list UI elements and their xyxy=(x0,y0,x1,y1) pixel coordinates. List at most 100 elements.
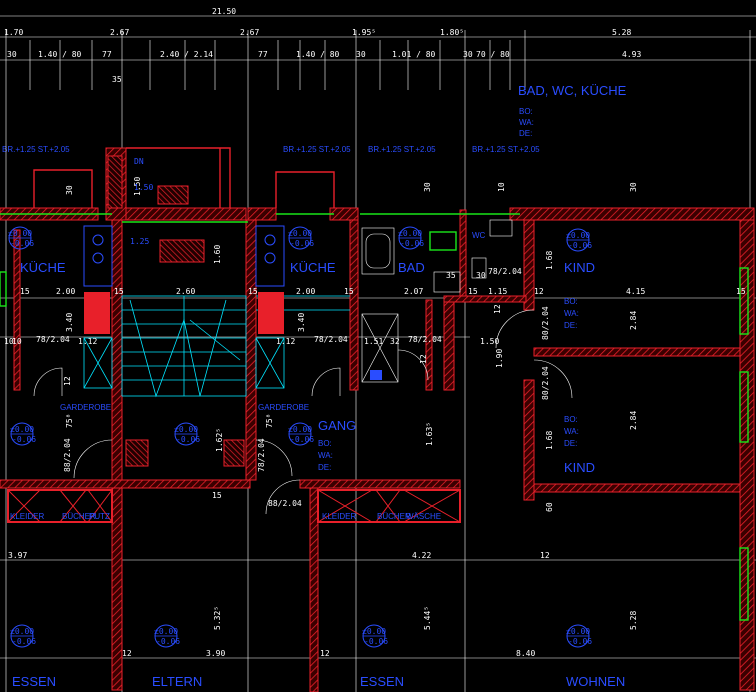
gang-bo: BO: xyxy=(318,439,332,448)
level-value: ±0.00 xyxy=(10,425,34,434)
kind-top-wa: WA: xyxy=(564,309,579,318)
title-heading: BAD, WC, KÜCHE xyxy=(518,83,627,98)
inner-dimensions: 15 2.00 15 2.60 15 2.00 15 2.07 15 1.15 … xyxy=(4,157,746,658)
dim-m-19: 60 xyxy=(545,502,554,512)
dim-top-1: 1.70 xyxy=(4,28,23,37)
dim-door-2: 78/2.04 xyxy=(314,335,348,344)
dim-a-1: 15 xyxy=(20,287,30,296)
dim-m-25: 12 xyxy=(63,376,72,386)
level-sub: -0.06 xyxy=(568,637,592,646)
room-essen-left: ESSEN xyxy=(12,674,56,689)
cabinets: KLEIDER BÜCHER PUTZ KLEIDER BÜCHER WÄSCH… xyxy=(7,489,461,523)
cabinet-label-5: BÜCHER xyxy=(377,512,411,521)
room-eltern: ELTERN xyxy=(152,674,202,689)
room-kueche-left: KÜCHE xyxy=(20,260,66,275)
dim-m-27: 12 xyxy=(419,354,428,364)
dim-m-11: 75⁸ xyxy=(65,414,74,428)
level-markers: ±0.00-0.06±0.00-0.06±0.00-0.06±0.00-0.06… xyxy=(8,226,592,648)
dim-door-3: 78/2.04 xyxy=(408,335,442,344)
staircase xyxy=(121,295,350,398)
dim-small-35: 35 xyxy=(112,75,122,84)
dim-m-8: 1.90 xyxy=(495,349,504,368)
window-note-1: BR.+1.25 ST.+2.05 xyxy=(2,145,70,154)
dim-r2-10: 70 / 80 xyxy=(476,50,510,59)
small-box-1: 1.50 xyxy=(134,183,153,192)
window-note-3: BR.+1.25 ST.+2.05 xyxy=(368,145,436,154)
level-value: ±0.00 xyxy=(566,231,590,240)
dim-door-8: 88/2.04 xyxy=(268,499,302,508)
title-block: BAD, WC, KÜCHE BO: WA: DE: xyxy=(518,83,627,138)
dim-m-26: 12 xyxy=(540,551,550,560)
room-specs: BO: WA: DE: BO: WA: DE: BO: WA: DE: xyxy=(318,297,579,472)
dim-b-9: 5.44⁵ xyxy=(423,606,432,630)
room-wohnen: WOHNEN xyxy=(566,674,625,689)
title-line-bo: BO: xyxy=(519,107,533,116)
dim-r2-3: 77 xyxy=(102,50,112,59)
room-labels: KÜCHE KÜCHE BAD WC KIND KIND GARDEROBE G… xyxy=(12,231,625,689)
dim-b-10: 5.28 xyxy=(629,611,638,630)
dim-b-4: 15 xyxy=(212,491,222,500)
dim-b-3: 12 xyxy=(122,649,132,658)
dim-m-15: 2.84 xyxy=(629,411,638,430)
dim-m-14: 2.84 xyxy=(629,311,638,330)
dim-small-10: 10 xyxy=(497,182,506,192)
dim-top-4: 1.95⁵ xyxy=(352,28,376,37)
dim-a-11: 12 xyxy=(534,287,544,296)
level-sub: -0.06 xyxy=(12,435,36,444)
level-value: ±0.00 xyxy=(566,627,590,636)
gang-wa: WA: xyxy=(318,451,333,460)
level-sub: -0.06 xyxy=(400,239,424,248)
level-sub: -0.06 xyxy=(156,637,180,646)
cabinet-label-4: KLEIDER xyxy=(322,512,356,521)
dim-m-9: 1.63⁵ xyxy=(425,422,434,446)
dim-a-4: 2.60 xyxy=(176,287,195,296)
dim-r2-5: 77 xyxy=(258,50,268,59)
dim-door-9: 78/2.04 xyxy=(257,438,266,472)
room-kind-top: KIND xyxy=(564,260,595,275)
dim-a-6: 2.00 xyxy=(296,287,315,296)
dim-top-5: 1.80⁵ xyxy=(440,28,464,37)
dim-m-21: 10 xyxy=(4,337,14,346)
dim-small-30c: 30 xyxy=(629,182,638,192)
level-sub: -0.06 xyxy=(568,241,592,250)
level-value: ±0.00 xyxy=(154,627,178,636)
dim-r2-2: 1.40 / 80 xyxy=(38,50,82,59)
dim-door-4: 78/2.04 xyxy=(488,267,522,276)
dim-m-10: 1.62⁵ xyxy=(215,428,224,452)
level-value: ±0.00 xyxy=(174,425,198,434)
small-box-3: DN xyxy=(134,157,144,166)
dim-m-17: 1.50 xyxy=(133,177,142,196)
dim-m-4: 3.40 xyxy=(297,313,306,332)
dim-r2-11: 4.93 xyxy=(622,50,641,59)
dim-r2-9: 30 xyxy=(463,50,473,59)
dim-door-5: 80/2.04 xyxy=(541,306,550,340)
title-line-wa: WA: xyxy=(519,118,534,127)
dim-a-8: 2.07 xyxy=(404,287,423,296)
room-bad: BAD xyxy=(398,260,425,275)
level-value: ±0.00 xyxy=(362,627,386,636)
level-sub: -0.06 xyxy=(290,435,314,444)
window-note-4: BR.+1.25 ST.+2.05 xyxy=(472,145,540,154)
room-wc: WC xyxy=(472,231,486,240)
dim-door-7: 88/2.04 xyxy=(63,438,72,472)
dim-top-2: 2.67 xyxy=(110,28,129,37)
dim-top-6: 5.28 xyxy=(612,28,631,37)
small-box-2: 1.25 xyxy=(130,237,149,246)
kind-bottom-de: DE: xyxy=(564,439,577,448)
dim-door-6: 80/2.04 xyxy=(541,366,550,400)
dim-b-8: 5.32⁵ xyxy=(213,606,222,630)
dim-b-7: 8.40 xyxy=(516,649,535,658)
dim-m-16: 1.68 xyxy=(545,431,554,450)
dim-overall: 21.50 xyxy=(212,7,236,16)
dim-r2-4: 2.40 / 2.14 xyxy=(160,50,213,59)
room-essen-mid: ESSEN xyxy=(360,674,404,689)
dim-door-1: 78/2.04 xyxy=(36,335,70,344)
dim-m-20: 12 xyxy=(493,304,502,314)
fixtures xyxy=(83,219,513,389)
level-value: ±0.00 xyxy=(8,229,32,238)
dim-a-5: 15 xyxy=(248,287,258,296)
dim-m-3: 3.40 xyxy=(65,313,74,332)
window-notes: BR.+1.25 ST.+2.05 BR.+1.25 ST.+2.05 BR.+… xyxy=(2,145,540,154)
cabinet-label-3: PUTZ xyxy=(89,512,110,521)
dim-small-30b: 30 xyxy=(423,182,432,192)
